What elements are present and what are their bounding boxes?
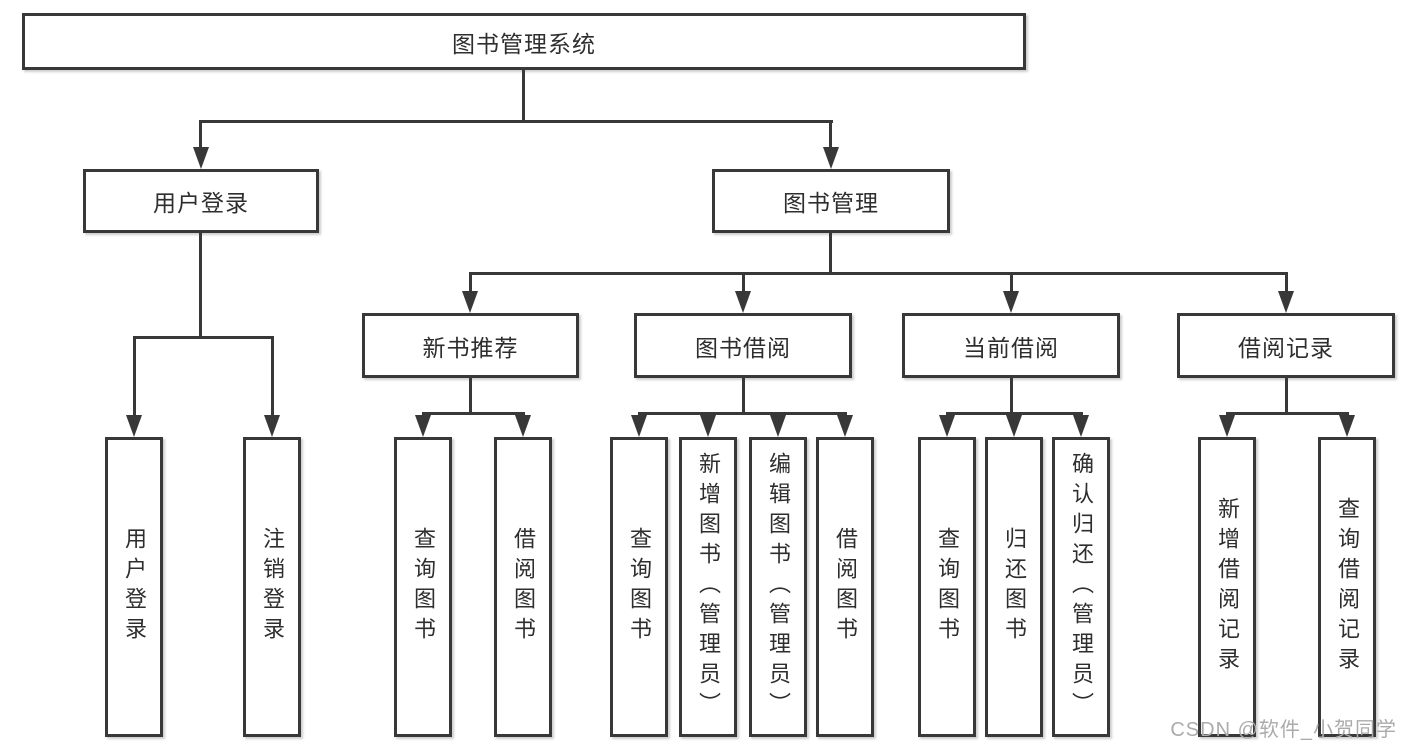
node-new-books: 新书推荐 (362, 313, 579, 378)
leaf-bb-add-label: 新增图书（管理员） (696, 452, 721, 722)
leaf-br-query-label: 查询借阅记录 (1335, 497, 1360, 677)
connector-to-borrow-records (1285, 272, 1288, 294)
leaf-user-login-label: 用户登录 (122, 527, 147, 647)
arrow-down-borrow-records-icon (1278, 291, 1294, 313)
node-leaf-cb-return: 归还图书 (985, 437, 1043, 737)
connector-to-leaf-login (133, 336, 136, 417)
arrow-down-br-query-icon (1339, 415, 1355, 437)
node-leaf-cb-confirm: 确认归还（管理员） (1052, 437, 1110, 737)
leaf-nb-borrow-label: 借阅图书 (511, 527, 536, 647)
leaf-cb-confirm-label: 确认归还（管理员） (1069, 452, 1094, 722)
node-library-system: 图书管理系统 (22, 13, 1026, 70)
node-leaf-bb-edit: 编辑图书（管理员） (749, 437, 807, 737)
connector-new-books-stem (469, 375, 472, 414)
connector-borrow-records-bar (1226, 412, 1349, 415)
arrow-down-bb-borrow-icon (837, 415, 853, 437)
node-leaf-br-query: 查询借阅记录 (1318, 437, 1376, 737)
leaf-cb-return-label: 归还图书 (1002, 527, 1027, 647)
connector-to-new-books (469, 272, 472, 294)
leaf-bb-query-label: 查询图书 (627, 527, 652, 647)
csdn-watermark: CSDN @软件_小贺同学 (1170, 719, 1397, 741)
leaf-nb-query-label: 查询图书 (411, 527, 436, 647)
node-leaf-bb-add: 新增图书（管理员） (679, 437, 737, 737)
node-user-login: 用户登录 (83, 169, 319, 233)
node-leaf-nb-query: 查询图书 (394, 437, 452, 737)
arrow-down-cb-query-icon (939, 415, 955, 437)
arrow-down-book-borrow-icon (735, 291, 751, 313)
arrow-down-bb-add-icon (700, 415, 716, 437)
connector-borrow-records-stem (1285, 375, 1288, 414)
connector-user-login-stem (199, 230, 202, 338)
connector-book-borrow-stem (742, 375, 745, 414)
node-current-borrow: 当前借阅 (902, 313, 1120, 378)
leaf-bb-edit-label: 编辑图书（管理员） (766, 452, 791, 722)
arrow-down-cb-return-icon (1006, 415, 1022, 437)
arrow-down-nb-borrow-icon (515, 415, 531, 437)
connector-book-mgmt-bar (469, 272, 1288, 275)
node-leaf-user-login: 用户登录 (105, 437, 163, 737)
connector-to-user-login (199, 120, 202, 150)
node-leaf-bb-borrow: 借阅图书 (816, 437, 874, 737)
arrow-down-book-mgmt-icon (823, 147, 839, 169)
connector-to-current-borrow (1010, 272, 1013, 294)
node-leaf-nb-borrow: 借阅图书 (494, 437, 552, 737)
leaf-bb-borrow-label: 借阅图书 (833, 527, 858, 647)
node-leaf-br-add: 新增借阅记录 (1198, 437, 1256, 737)
arrow-down-br-add-icon (1219, 415, 1235, 437)
arrow-down-user-login-icon (193, 147, 209, 169)
arrow-down-leaf-logout-icon (264, 415, 280, 437)
node-leaf-logout: 注销登录 (243, 437, 301, 737)
leaf-logout-label: 注销登录 (260, 527, 285, 647)
arrow-down-bb-edit-icon (770, 415, 786, 437)
connector-book-borrow-bar (638, 412, 847, 415)
arrow-down-bb-query-icon (631, 415, 647, 437)
connector-user-login-bar (133, 336, 274, 339)
connector-new-books-bar (422, 412, 525, 415)
node-borrow-records: 借阅记录 (1177, 313, 1395, 378)
connector-book-mgmt-stem (829, 230, 832, 274)
arrow-down-current-borrow-icon (1003, 291, 1019, 313)
connector-to-leaf-logout (271, 336, 274, 417)
arrow-down-nb-query-icon (415, 415, 431, 437)
connector-root-bar (199, 120, 833, 123)
connector-to-book-borrow (742, 272, 745, 294)
connector-root-stem (522, 68, 525, 122)
node-leaf-cb-query: 查询图书 (918, 437, 976, 737)
node-leaf-bb-query: 查询图书 (610, 437, 668, 737)
node-book-mgmt: 图书管理 (712, 169, 950, 233)
node-book-borrow: 图书借阅 (634, 313, 852, 378)
arrow-down-new-books-icon (462, 291, 478, 313)
arrow-down-cb-confirm-icon (1073, 415, 1089, 437)
arrow-down-leaf-login-icon (126, 415, 142, 437)
leaf-br-add-label: 新增借阅记录 (1215, 497, 1240, 677)
leaf-cb-query-label: 查询图书 (935, 527, 960, 647)
connector-current-borrow-stem (1010, 375, 1013, 414)
connector-to-book-mgmt (829, 120, 832, 150)
